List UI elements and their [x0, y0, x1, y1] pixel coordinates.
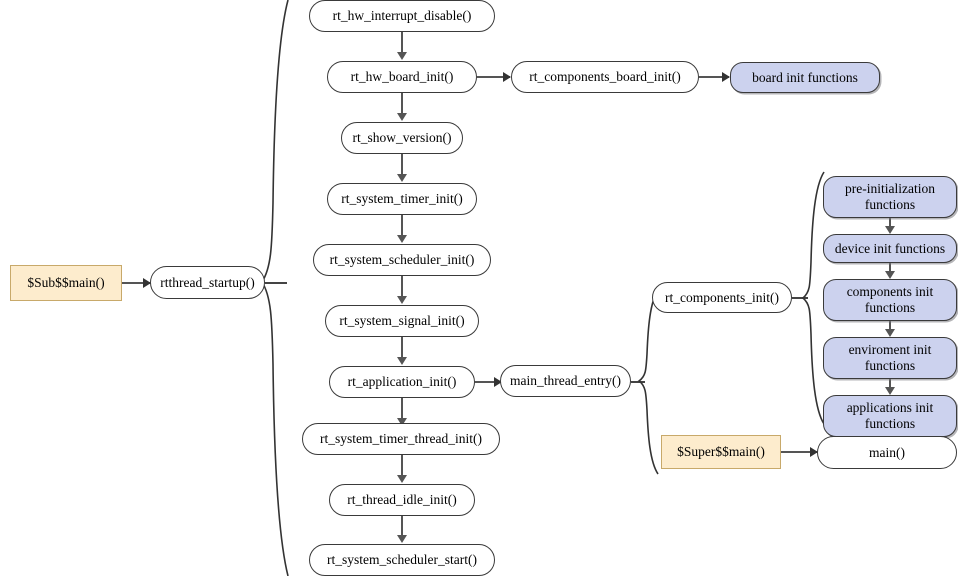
connector-init-3-4 — [889, 321, 891, 333]
connector-init-1-2 — [889, 218, 891, 230]
node-label: rt_system_timer_init() — [341, 191, 463, 207]
arrowhead-chain-6-7 — [397, 357, 407, 365]
node-label-line2: functions — [864, 358, 916, 373]
brace-app-branch — [636, 288, 662, 476]
arrowhead-init-3-4 — [885, 329, 895, 337]
arrowhead-init-1-2 — [885, 226, 895, 234]
node-sub-main[interactable]: $Sub$$main() — [10, 265, 122, 301]
node-rt-system-signal-init[interactable]: rt_system_signal_init() — [325, 305, 479, 337]
arrowhead-chain-5-6 — [397, 296, 407, 304]
node-label-line1: components init — [846, 283, 934, 299]
arrowhead-chain-4-5 — [397, 235, 407, 243]
node-rt-system-timer-thread-init[interactable]: rt_system_timer_thread_init() — [302, 423, 500, 455]
node-device-init-functions[interactable]: device init functions — [823, 234, 957, 263]
node-rtthread-startup[interactable]: rtthread_startup() — [150, 266, 265, 299]
node-label: main_thread_entry() — [510, 373, 621, 389]
node-label: rt_hw_interrupt_disable() — [332, 8, 472, 24]
node-label: rt_components_init() — [665, 289, 779, 305]
arrowhead-components-to-boardfns — [722, 72, 730, 82]
node-rt-components-init[interactable]: rt_components_init() — [652, 282, 792, 313]
connector-submain-to-startup — [122, 282, 151, 284]
node-rt-hw-board-init[interactable]: rt_hw_board_init() — [327, 61, 477, 93]
node-label-line2: functions — [864, 300, 916, 315]
connector-chain-5-6 — [401, 276, 403, 298]
brace-init-functions — [800, 170, 828, 426]
connector-mainthread-to-brace — [631, 381, 645, 383]
arrowhead-chain-7-8 — [397, 418, 407, 426]
node-label-line2: functions — [864, 416, 916, 431]
arrowhead-chain-3-4 — [397, 174, 407, 182]
node-label: rt_system_scheduler_init() — [329, 252, 475, 268]
connector-chain-3-4 — [401, 154, 403, 176]
node-main-thread-entry[interactable]: main_thread_entry() — [500, 365, 631, 397]
connector-init-2-3 — [889, 263, 891, 275]
node-label-line1: applications init — [846, 399, 934, 415]
connector-appinit-to-mainthread — [475, 381, 501, 383]
node-label: $Sub$$main() — [27, 275, 105, 291]
node-label: board init functions — [752, 69, 858, 85]
node-label: $Super$$main() — [677, 444, 765, 460]
connector-supermain-to-main — [781, 451, 817, 453]
node-rt-application-init[interactable]: rt_application_init() — [329, 366, 475, 398]
connector-init-4-5 — [889, 379, 891, 391]
node-label: rt_system_timer_thread_init() — [320, 431, 482, 447]
connector-componentsinit-to-brace — [792, 297, 808, 299]
connector-chain-2-3 — [401, 93, 403, 115]
node-rt-system-scheduler-start[interactable]: rt_system_scheduler_start() — [309, 544, 495, 576]
connector-chain-6-7 — [401, 337, 403, 359]
node-label: rt_show_version() — [352, 130, 452, 146]
arrowhead-chain-2-3 — [397, 113, 407, 121]
node-main[interactable]: main() — [817, 436, 957, 469]
connector-chain-8-9 — [401, 455, 403, 477]
arrowhead-chain-9-10 — [397, 535, 407, 543]
arrowhead-submain-to-startup — [143, 278, 151, 288]
node-rt-components-board-init[interactable]: rt_components_board_init() — [511, 61, 699, 93]
connector-boardinit-to-components — [477, 76, 510, 78]
node-pre-initialization-functions[interactable]: pre-initialization functions — [823, 176, 957, 218]
node-label: rt_system_scheduler_start() — [327, 552, 477, 568]
arrowhead-supermain-to-main — [810, 447, 818, 457]
node-rt-hw-interrupt-disable[interactable]: rt_hw_interrupt_disable() — [309, 0, 495, 32]
node-label: rt_components_board_init() — [529, 69, 681, 85]
node-rt-system-timer-init[interactable]: rt_system_timer_init() — [327, 183, 477, 215]
node-label: rt_system_signal_init() — [339, 313, 465, 329]
node-components-init-functions[interactable]: components init functions — [823, 279, 957, 321]
node-label-line1: enviroment init — [848, 341, 932, 357]
connector-chain-7-8 — [401, 398, 403, 420]
arrowhead-chain-1-2 — [397, 52, 407, 60]
node-label: rt_hw_board_init() — [350, 69, 454, 85]
node-board-init-functions[interactable]: board init functions — [730, 62, 880, 93]
node-rt-system-scheduler-init[interactable]: rt_system_scheduler_init() — [313, 244, 491, 276]
node-label-line2: functions — [864, 197, 916, 212]
connector-components-to-boardfns — [699, 76, 729, 78]
node-rt-thread-idle-init[interactable]: rt_thread_idle_init() — [329, 484, 475, 516]
connector-startup-to-brace — [265, 282, 287, 284]
node-rt-show-version[interactable]: rt_show_version() — [341, 122, 463, 154]
node-label: device init functions — [834, 240, 946, 256]
node-label: rtthread_startup() — [160, 274, 255, 290]
connector-chain-1-2 — [401, 32, 403, 54]
node-label-line1: pre-initialization — [845, 180, 935, 196]
arrowhead-chain-8-9 — [397, 475, 407, 483]
arrowhead-init-4-5 — [885, 387, 895, 395]
arrowhead-init-2-3 — [885, 271, 895, 279]
node-applications-init-functions[interactable]: applications init functions — [823, 395, 957, 437]
arrowhead-appinit-to-mainthread — [494, 377, 502, 387]
node-super-main[interactable]: $Super$$main() — [661, 435, 781, 469]
connector-chain-4-5 — [401, 215, 403, 237]
node-label: main() — [869, 444, 905, 460]
node-enviroment-init-functions[interactable]: enviroment init functions — [823, 337, 957, 379]
connector-chain-9-10 — [401, 516, 403, 537]
node-label: rt_thread_idle_init() — [347, 492, 457, 508]
node-label: rt_application_init() — [347, 374, 457, 390]
arrowhead-boardinit-to-components — [503, 72, 511, 82]
